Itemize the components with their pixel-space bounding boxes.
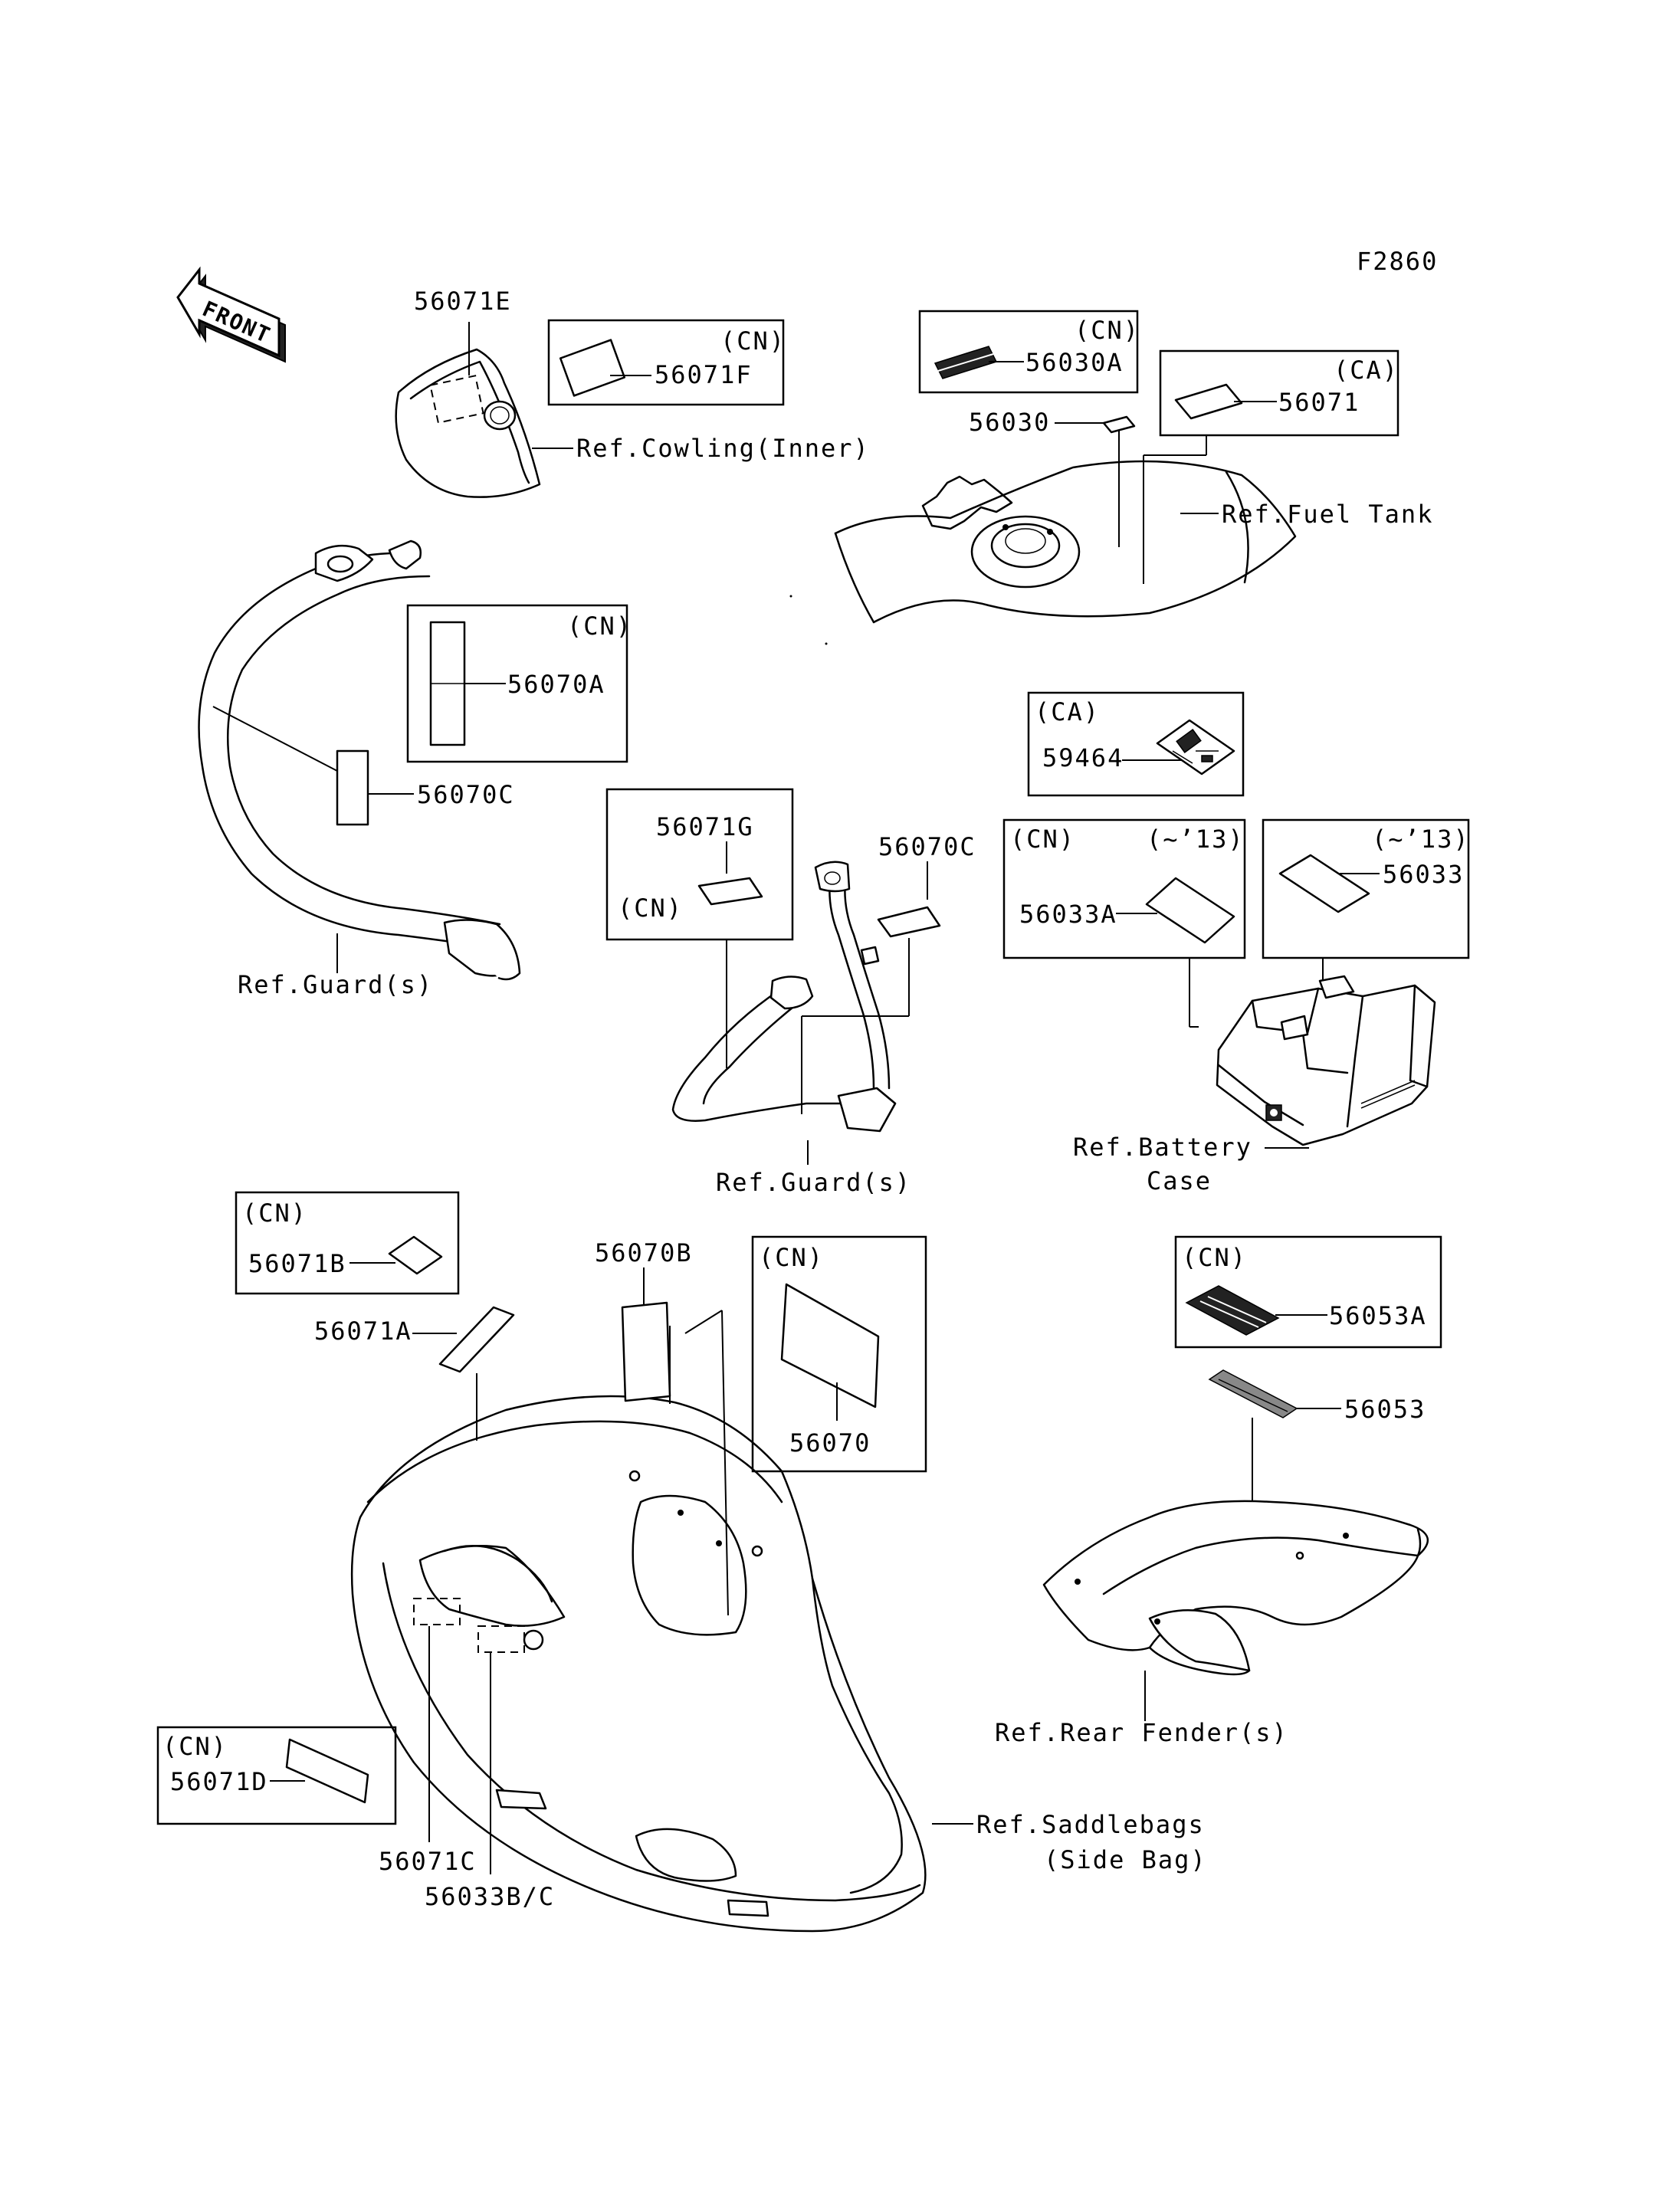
ref-battery-case: Case xyxy=(1147,1166,1212,1195)
part-56071D: 56071D xyxy=(170,1767,268,1796)
qual-cn-56071D: (CN) xyxy=(162,1732,228,1761)
label-59464-icon xyxy=(1156,719,1235,776)
label-56053-icon xyxy=(1208,1369,1298,1418)
qual-yr-56033A: (~’13) xyxy=(1147,825,1245,854)
ref-cowling-inner: Ref.Cowling(Inner) xyxy=(576,434,870,463)
part-56030A: 56030A xyxy=(1025,348,1124,377)
qual-cn-56033A: (CN) xyxy=(1010,825,1075,854)
part-56071C: 56071C xyxy=(379,1847,477,1876)
qual-cn-56071B: (CN) xyxy=(242,1199,307,1228)
part-56033A: 56033A xyxy=(1019,900,1117,929)
part-56033BC: 56033B/C xyxy=(425,1882,555,1911)
part-56071G: 56071G xyxy=(656,812,754,841)
ref-fuel-tank: Ref.Fuel Tank xyxy=(1222,500,1433,529)
figure-id: F2860 xyxy=(1357,247,1438,276)
part-56053: 56053 xyxy=(1344,1395,1426,1424)
guard-mid-drawing xyxy=(671,861,897,1133)
saddlebag-drawing xyxy=(350,1395,927,1933)
part-56070C-left: 56070C xyxy=(417,780,515,809)
ref-battery: Ref.Battery xyxy=(1073,1133,1252,1162)
fuel-tank-drawing xyxy=(834,460,1297,624)
part-56030: 56030 xyxy=(969,408,1050,437)
cowling-inner-drawing xyxy=(395,348,541,498)
part-56070: 56070 xyxy=(789,1428,871,1458)
front-arrow-icon: FRONT xyxy=(176,266,286,363)
part-56071A: 56071A xyxy=(314,1317,412,1346)
qual-ca-59464: (CA) xyxy=(1035,697,1100,726)
ref-guard-left: Ref.Guard(s) xyxy=(238,970,433,999)
part-56071B: 56071B xyxy=(248,1249,346,1278)
ref-side-bag: (Side Bag) xyxy=(1044,1845,1207,1874)
part-59464: 59464 xyxy=(1042,743,1124,772)
label-56053A-icon xyxy=(1185,1285,1280,1336)
guard-left-drawing xyxy=(198,539,521,981)
qual-cn-56070: (CN) xyxy=(759,1243,824,1272)
part-56071F: 56071F xyxy=(655,360,753,389)
battery-case-drawing xyxy=(1216,975,1436,1146)
qual-cn-56030A: (CN) xyxy=(1075,316,1140,345)
ref-saddlebags: Ref.Saddlebags xyxy=(976,1810,1205,1839)
qual-yr-56033: (~’13) xyxy=(1372,825,1470,854)
part-56033: 56033 xyxy=(1383,860,1464,889)
qual-cn-56071G: (CN) xyxy=(618,894,683,923)
qual-ca-56071: (CA) xyxy=(1334,356,1399,385)
part-56070C-mid: 56070C xyxy=(878,832,976,861)
qual-cn-56070A: (CN) xyxy=(567,612,632,641)
part-56071E: 56071E xyxy=(414,287,512,316)
qual-cn-56071F: (CN) xyxy=(720,326,786,356)
ref-rear-fender: Ref.Rear Fender(s) xyxy=(995,1718,1288,1747)
part-56053A: 56053A xyxy=(1329,1301,1427,1330)
part-56071: 56071 xyxy=(1278,388,1360,417)
rear-fender-drawing xyxy=(1042,1500,1429,1676)
part-56070B: 56070B xyxy=(595,1238,693,1267)
qual-cn-56053A: (CN) xyxy=(1182,1243,1247,1272)
ref-guard-mid: Ref.Guard(s) xyxy=(716,1168,911,1197)
part-56070A: 56070A xyxy=(507,670,605,699)
